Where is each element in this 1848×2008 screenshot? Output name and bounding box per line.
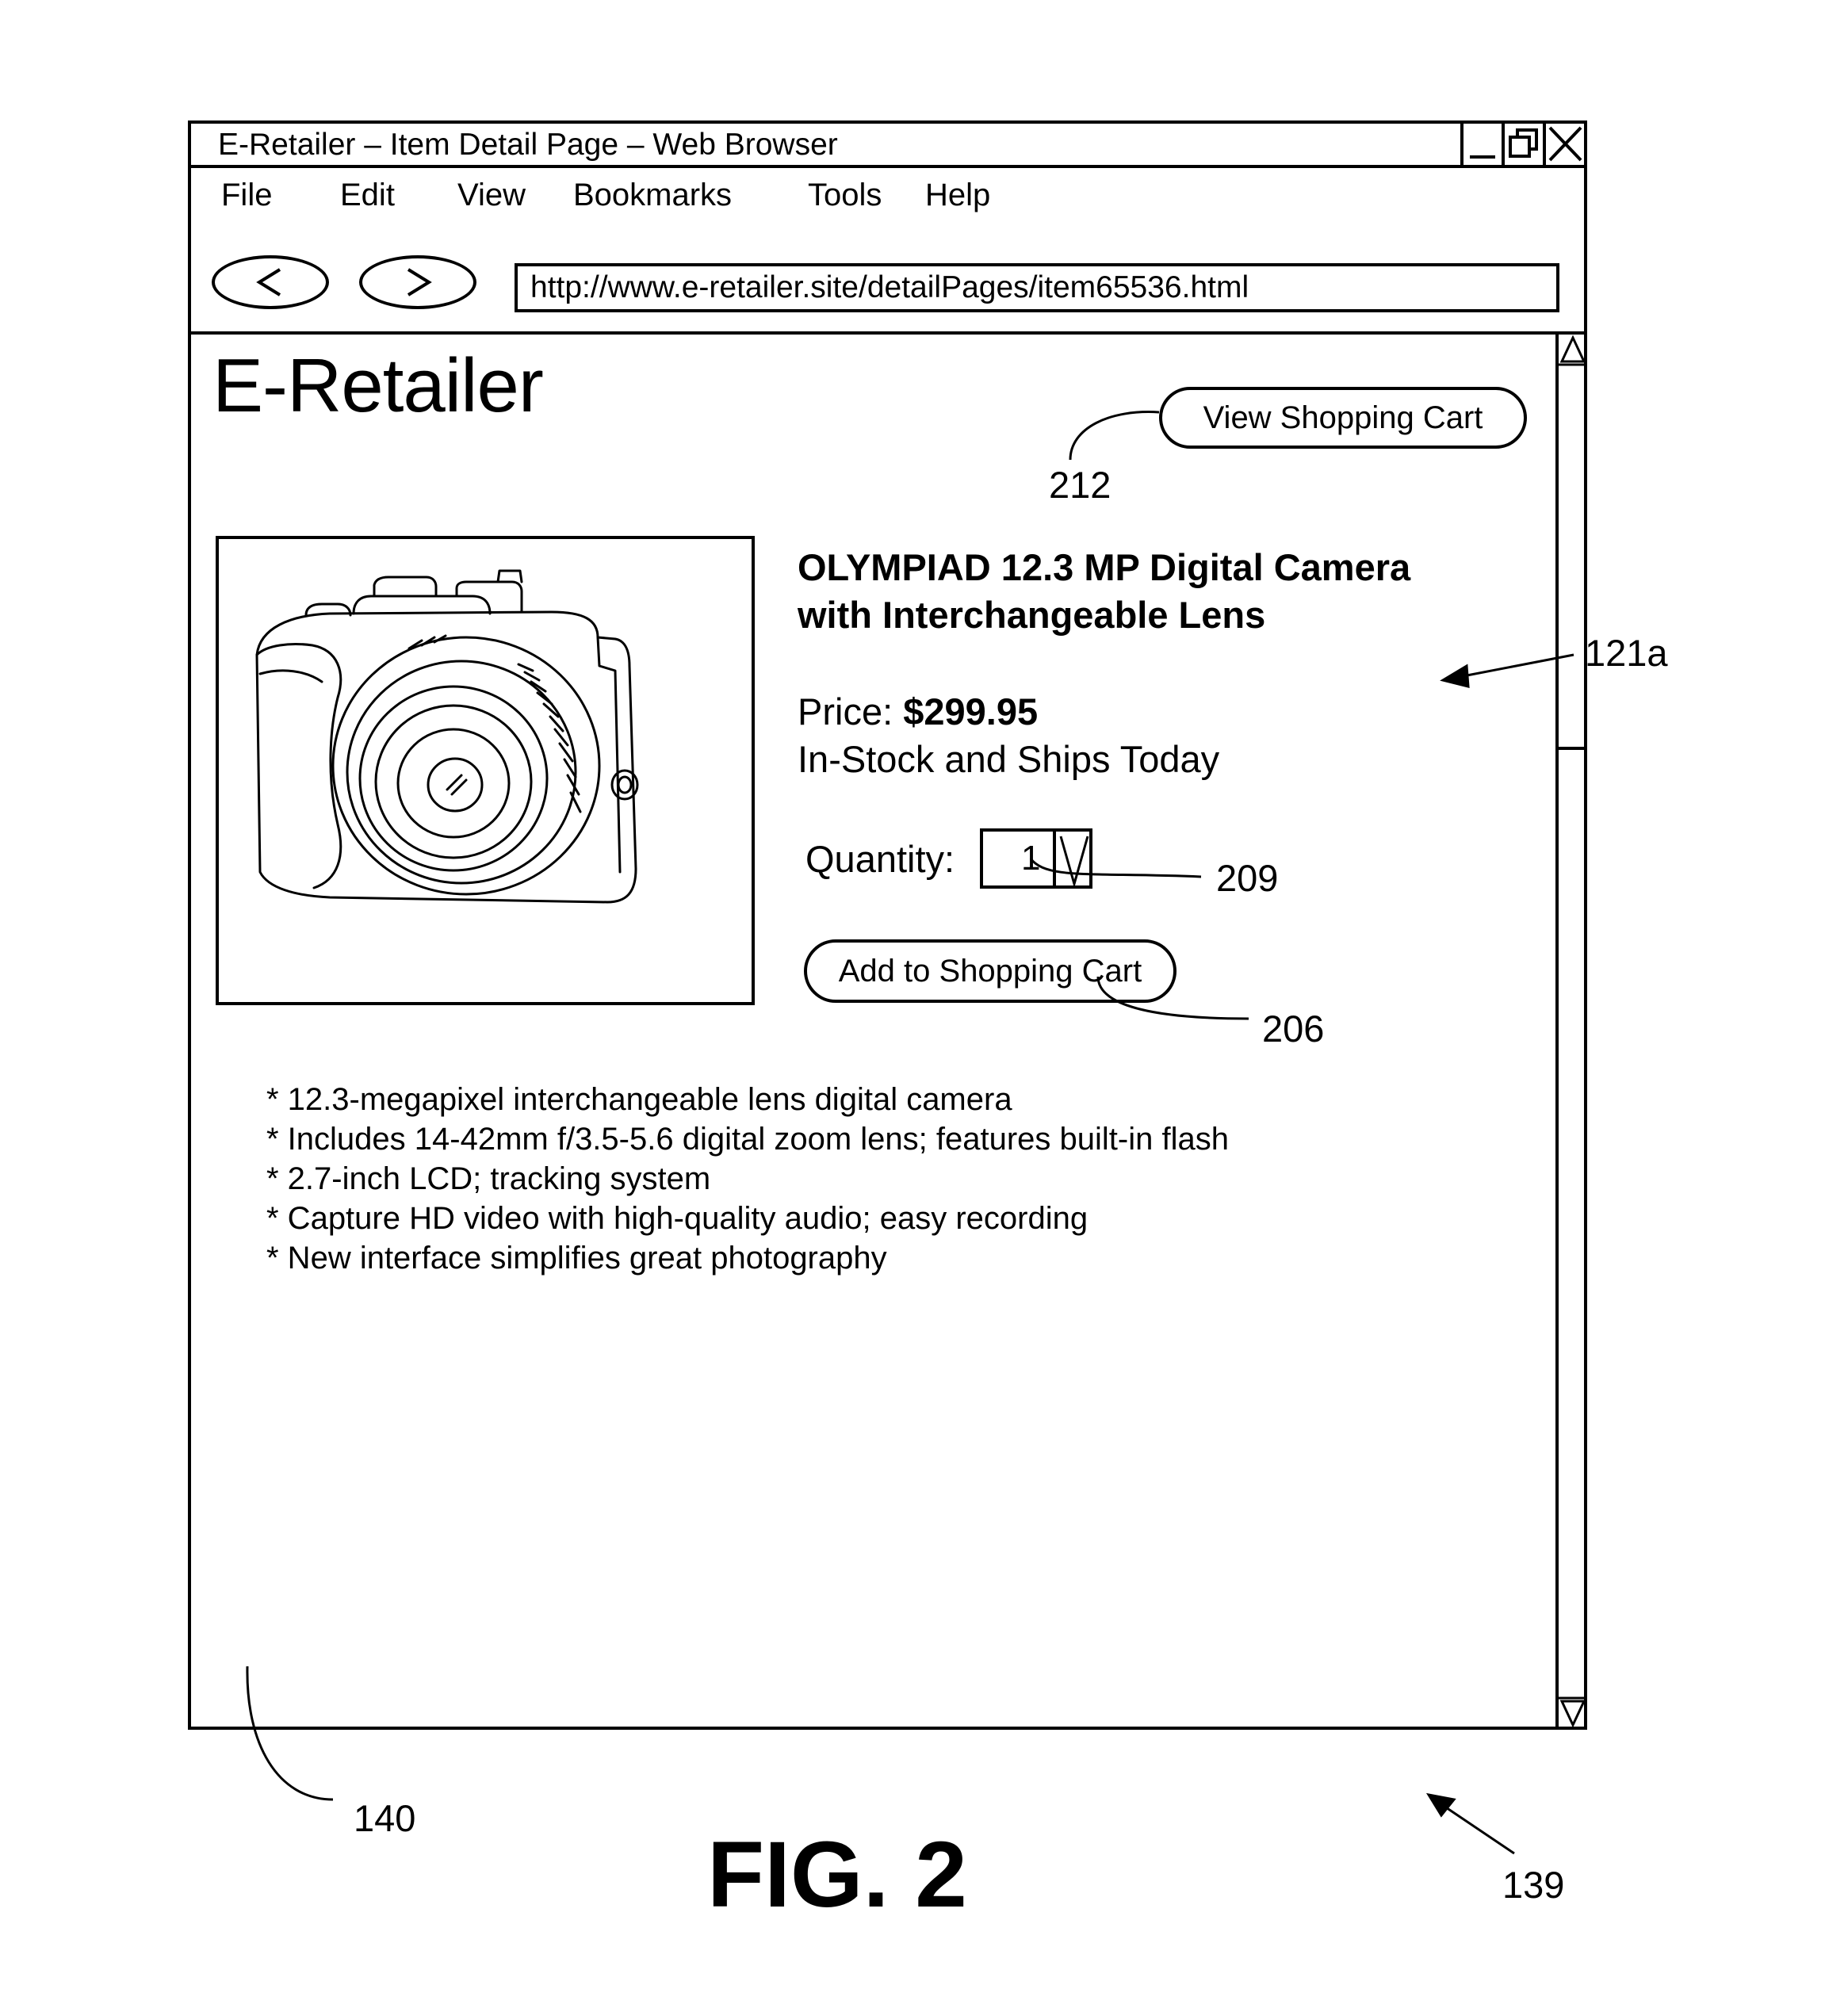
- reference-numeral: 140: [354, 1796, 415, 1841]
- reference-numeral: 121a: [1585, 631, 1668, 675]
- reference-numeral: 209: [1216, 856, 1278, 901]
- reference-numeral: 212: [1049, 463, 1111, 507]
- reference-numeral: 206: [1262, 1007, 1324, 1051]
- figure-label: FIG. 2: [707, 1823, 967, 1926]
- reference-numeral: 139: [1502, 1863, 1564, 1907]
